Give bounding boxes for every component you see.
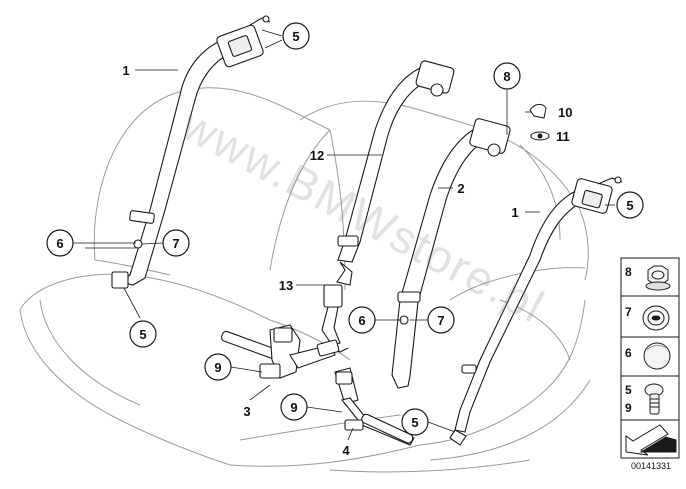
callout-5-top: 5 xyxy=(292,29,299,44)
hardware-legend: 8 7 6 5 9 xyxy=(620,257,680,459)
legend-label-7: 7 xyxy=(625,305,632,319)
callout-circle-7-left xyxy=(162,229,190,257)
callout-1-left: 1 xyxy=(122,63,129,78)
small-parts-10-11 xyxy=(529,103,550,141)
callout-10: 10 xyxy=(558,105,572,120)
callout-circle-5-top xyxy=(282,22,310,50)
callout-4: 4 xyxy=(342,443,350,458)
callout-circle-5-bottom xyxy=(401,408,429,436)
callout-circle-9-left xyxy=(204,353,232,381)
callout-circle-6-left xyxy=(46,229,74,257)
callout-circle-8 xyxy=(493,62,521,90)
callout-2: 2 xyxy=(457,181,464,196)
callout-circle-6-mid xyxy=(348,306,376,334)
bolt-icon xyxy=(644,383,664,415)
callout-12: 12 xyxy=(310,148,324,163)
callout-11: 11 xyxy=(556,129,570,144)
callout-9-mid: 9 xyxy=(290,400,297,415)
seat-belt-right-outer xyxy=(449,176,623,446)
hex-nut-icon xyxy=(645,265,671,291)
callout-6-mid: 6 xyxy=(358,313,365,328)
grommet-icon xyxy=(642,305,670,331)
callout-8: 8 xyxy=(503,69,510,84)
callout-circle-9-mid xyxy=(280,393,308,421)
legend-label-5: 5 xyxy=(625,383,632,397)
leader-lines xyxy=(73,29,615,441)
callout-7-left: 7 xyxy=(172,236,179,251)
callout-circle-7-mid xyxy=(427,306,455,334)
callout-13: 13 xyxy=(279,278,293,293)
callout-7-mid: 7 xyxy=(437,313,444,328)
seat-belt-right-inner xyxy=(391,118,511,389)
seat-belt-left-outer xyxy=(111,15,271,289)
seat-belt-center xyxy=(336,60,455,286)
diagram-id-code: 00141331 xyxy=(630,461,672,471)
orientation-arrow-icon xyxy=(625,424,677,456)
buckle-assembly-4 xyxy=(334,367,415,446)
callout-markers xyxy=(46,22,644,436)
callout-5-right: 5 xyxy=(626,198,633,213)
callout-9-left: 9 xyxy=(214,360,221,375)
legend-label-9: 9 xyxy=(625,401,632,415)
legend-label-6: 6 xyxy=(625,346,632,360)
callout-6-left: 6 xyxy=(56,236,63,251)
buckle-assembly-3 xyxy=(220,324,340,379)
callout-circle-5-right xyxy=(616,191,644,219)
callout-circle-5-left xyxy=(129,320,157,348)
callout-1-right: 1 xyxy=(511,205,518,220)
callout-labels: 5 1 8 10 11 12 2 1 5 6 7 5 13 6 7 9 3 9 … xyxy=(56,29,633,458)
clip-part-10-icon xyxy=(529,103,547,119)
callout-5-left: 5 xyxy=(139,327,146,342)
legend-label-8: 8 xyxy=(625,265,632,279)
callout-5-bottom: 5 xyxy=(411,415,418,430)
cap-icon xyxy=(643,342,671,370)
callout-3: 3 xyxy=(243,404,250,419)
